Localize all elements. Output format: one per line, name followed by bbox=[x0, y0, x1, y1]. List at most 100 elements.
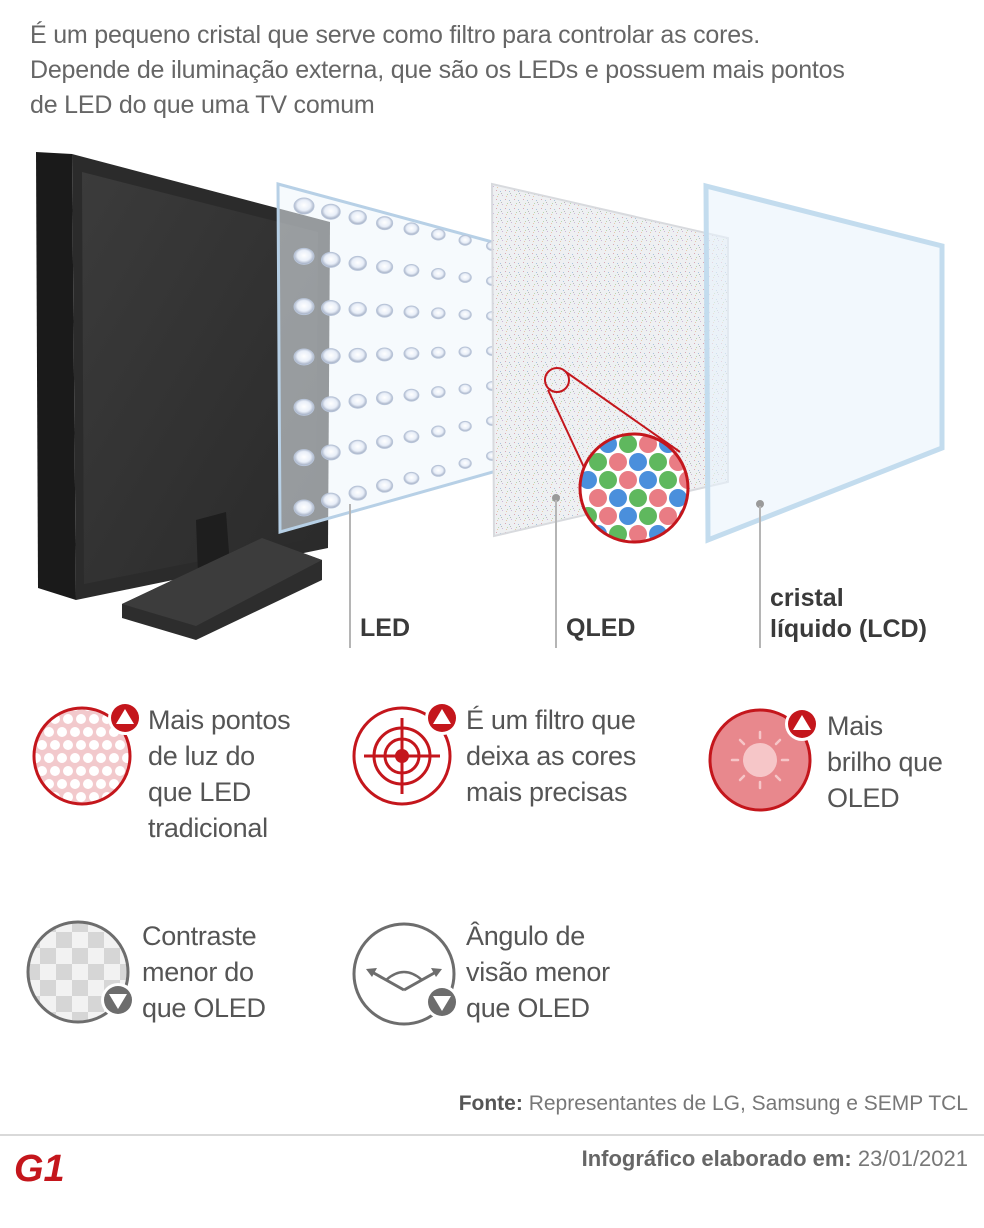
checker-square bbox=[136, 932, 139, 948]
light-dot bbox=[76, 740, 86, 750]
intro-line: É um pequeno cristal que serve como filt… bbox=[30, 21, 761, 49]
lcd-label-line: cristal bbox=[770, 584, 844, 612]
checker-square bbox=[72, 964, 88, 980]
led-bulb bbox=[403, 263, 420, 277]
light-dot bbox=[63, 714, 73, 724]
light-dot bbox=[44, 708, 54, 711]
light-dot bbox=[34, 708, 41, 711]
led-bulb bbox=[376, 391, 394, 406]
up-arrow-icon bbox=[425, 701, 459, 735]
light-dot bbox=[115, 792, 125, 802]
source-note: Fonte: Representantes de LG, Samsung e S… bbox=[459, 1092, 968, 1116]
source-text: Representantes de LG, Samsung e SEMP TCL bbox=[528, 1092, 968, 1115]
led-bulb bbox=[348, 439, 367, 455]
led-bulb bbox=[403, 305, 420, 319]
led-bulb bbox=[431, 307, 446, 320]
light-dot bbox=[76, 714, 86, 724]
light-dot bbox=[70, 753, 80, 763]
quantum-dot bbox=[689, 525, 707, 543]
led-bulb bbox=[458, 272, 472, 283]
led-bulb bbox=[321, 251, 341, 268]
g1-logo: G1 bbox=[14, 1148, 65, 1188]
led-bulb bbox=[293, 398, 315, 416]
light-dot bbox=[89, 714, 99, 724]
quantum-dot bbox=[639, 435, 657, 453]
light-dot bbox=[96, 753, 106, 763]
light-dot bbox=[57, 779, 67, 789]
light-dot bbox=[83, 727, 93, 737]
quantum-dot bbox=[619, 471, 637, 489]
qled-label: QLED bbox=[566, 614, 636, 642]
lcd-label-line: líquido (LCD) bbox=[770, 615, 927, 643]
quantum-dot bbox=[609, 453, 627, 471]
checker-square bbox=[136, 964, 139, 980]
led-bulb bbox=[403, 388, 420, 402]
light-dot bbox=[102, 766, 112, 776]
checker-square bbox=[56, 980, 72, 996]
quantum-dot bbox=[659, 507, 677, 525]
checker-square bbox=[40, 932, 56, 948]
checker-square bbox=[28, 1012, 40, 1022]
lcd-label: cristal líquido (LCD) bbox=[770, 583, 927, 645]
led-bulb bbox=[293, 298, 315, 316]
checker-square bbox=[28, 922, 40, 932]
led-bulb bbox=[376, 259, 394, 274]
light-dot bbox=[115, 766, 125, 776]
led-bulb bbox=[403, 347, 420, 361]
led-bulb bbox=[431, 268, 446, 280]
light-dot bbox=[37, 714, 47, 724]
checker-square bbox=[136, 1028, 139, 1031]
led-bulb bbox=[293, 449, 315, 467]
led-bulb bbox=[321, 203, 341, 220]
led-bulb bbox=[348, 347, 367, 363]
feature-text: Ângulo de visão menor que OLED bbox=[466, 921, 610, 1023]
checker-square bbox=[136, 996, 139, 1012]
led-bulb bbox=[293, 197, 315, 215]
checker-square bbox=[40, 964, 56, 980]
led-bulb bbox=[403, 430, 420, 444]
led-bulb bbox=[403, 471, 420, 485]
led-bulb bbox=[376, 478, 394, 493]
feature-text: Mais pontos de luz do que LED tradiciona… bbox=[148, 705, 291, 843]
quantum-dot bbox=[649, 489, 667, 507]
feature-text: Mais brilho que OLED bbox=[827, 711, 943, 813]
led-bulb bbox=[376, 303, 394, 318]
down-arrow-icon bbox=[101, 983, 135, 1017]
led-bulb bbox=[321, 300, 341, 316]
led-panel bbox=[276, 182, 502, 534]
light-dot bbox=[128, 792, 130, 802]
checker-square bbox=[104, 964, 120, 980]
light-dot bbox=[96, 727, 106, 737]
light-dot bbox=[135, 779, 145, 789]
checker-square bbox=[120, 922, 128, 932]
quantum-dot bbox=[619, 435, 637, 453]
led-bulb bbox=[376, 434, 394, 449]
light-dot bbox=[89, 792, 99, 802]
light-dot bbox=[135, 753, 145, 763]
checker-square bbox=[88, 1012, 104, 1022]
tv-monitor bbox=[36, 152, 330, 640]
quantum-dot bbox=[659, 471, 677, 489]
quantum-dot bbox=[609, 489, 627, 507]
feature-text: Contraste menor do que OLED bbox=[142, 921, 266, 1023]
led-bulb bbox=[321, 444, 341, 461]
light-dot bbox=[141, 792, 145, 802]
quantum-dot bbox=[679, 471, 688, 489]
checker-square bbox=[40, 1028, 56, 1031]
light-dot bbox=[44, 727, 54, 737]
led-bulb bbox=[431, 386, 446, 399]
led-bulb bbox=[458, 234, 472, 246]
led-bulb bbox=[348, 255, 367, 271]
intro-text: É um pequeno cristal que serve como filt… bbox=[30, 18, 930, 123]
led-bulb bbox=[321, 492, 341, 509]
light-dot bbox=[115, 740, 125, 750]
light-dot bbox=[34, 753, 41, 763]
quantum-dot bbox=[639, 471, 657, 489]
light-dot bbox=[70, 727, 80, 737]
led-bulb bbox=[458, 346, 472, 358]
light-dot bbox=[37, 740, 47, 750]
quantum-dot bbox=[629, 489, 647, 507]
led-bulb bbox=[348, 393, 367, 409]
light-dot bbox=[57, 753, 67, 763]
credit-note: Infográfico elaborado em: 23/01/2021 bbox=[582, 1146, 968, 1172]
